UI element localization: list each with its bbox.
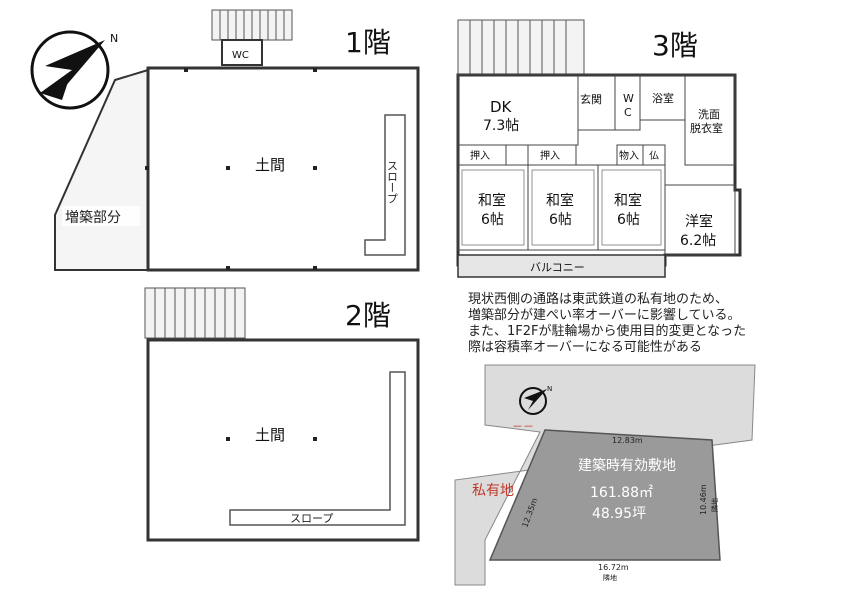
- main-room-floor1-label: 土間: [255, 156, 285, 174]
- compass-floor1-icon: [30, 30, 110, 110]
- lot-title: 建築時有効敷地: [578, 458, 676, 474]
- floor3-plan: DK 7.3帖 玄関 W C 浴室 洗面 脱衣室 押入 押入 物入 仏 和室 6…: [456, 19, 742, 278]
- lot-area-tsubo: 48.95坪: [592, 506, 646, 522]
- balcony: [457, 254, 666, 278]
- stairs-floor2: [144, 287, 246, 339]
- floor1-plan: N WC 増築部分 スロープ 土間 1階: [30, 9, 420, 272]
- extension-label-bg: [62, 206, 140, 226]
- dash-marker: －－: [512, 420, 534, 433]
- road-area: [454, 364, 756, 586]
- closet-1-label: 押入: [470, 149, 490, 162]
- site-plan: N －－ 私有地 12.83m 建築時有効敷地 161.88㎡ 48.95坪 1…: [454, 364, 756, 586]
- note-line-4: 際は容積率オーバーになる可能性がある: [468, 339, 702, 355]
- altar-label: 仏: [649, 150, 659, 162]
- room-washroom-1: 洗面: [698, 108, 720, 121]
- note-line-1: 現状西側の通路は東武鉄道の私有地のため、: [468, 291, 728, 307]
- floor1-label: 1階: [345, 26, 391, 59]
- room-washitsu-1-name: 和室: [478, 192, 506, 209]
- main-room-floor2: [146, 338, 420, 542]
- wc-floor1-label: WC: [232, 50, 249, 61]
- room-entrance-label: 玄関: [580, 92, 602, 106]
- slope-floor2-label: スロープ: [290, 512, 333, 525]
- lot-area-sqm: 161.88㎡: [590, 485, 653, 501]
- private-land-label: 私有地: [472, 483, 514, 499]
- room-washroom: [684, 74, 736, 166]
- room-dk-size: 7.3帖: [483, 118, 519, 134]
- stairs-floor3: [457, 19, 585, 76]
- compass-floor1-north: N: [110, 32, 118, 45]
- floor2-label: 2階: [345, 299, 391, 332]
- room-washitsu-2-size: 6帖: [549, 212, 572, 228]
- site-lot: [488, 429, 721, 561]
- lot-bottom-neighbor: 隣地: [603, 573, 617, 582]
- storage-label: 物入: [619, 149, 639, 162]
- room-wc-c: C: [624, 106, 632, 119]
- floor3-label: 3階: [652, 29, 698, 62]
- room-washroom-2: 脱衣室: [690, 121, 723, 135]
- compass-site-north: N: [547, 385, 552, 393]
- wc-floor1: [221, 39, 263, 66]
- room-washitsu-1-size: 6帖: [481, 212, 504, 228]
- room-washitsu-3-name: 和室: [614, 192, 642, 209]
- room-bath-label: 浴室: [652, 91, 674, 105]
- lot-top-width: 12.83m: [612, 436, 643, 445]
- compass-site-icon: [519, 387, 547, 415]
- stairs-floor1: [211, 9, 293, 41]
- note-line-3: また、1F2Fが駐輪場から使用目的変更となった: [468, 323, 746, 339]
- extension-area: [54, 68, 149, 271]
- note-line-2: 増築部分が建ぺい率オーバーに影響している。: [468, 307, 740, 323]
- room-youshitsu: [664, 184, 736, 256]
- room-washitsu-2-name: 和室: [546, 192, 574, 209]
- room-wc-w: W: [623, 92, 634, 105]
- room-dk-name: DK: [490, 98, 513, 116]
- floor2-plan: スロープ 土間 2階: [144, 287, 420, 542]
- extension-label: 増築部分: [65, 210, 121, 226]
- lot-bottom-width: 16.72m: [598, 563, 629, 572]
- lot-right-neighbor: 隣地: [710, 498, 719, 512]
- closet-2-label: 押入: [540, 149, 560, 162]
- slope-floor1: [364, 114, 406, 256]
- notes: 現状西側の通路は東武鉄道の私有地のため、 増築部分が建ぺい率オーバーに影響してい…: [468, 291, 746, 355]
- main-room-floor2-label: 土間: [255, 426, 285, 444]
- room-washitsu-3-size: 6帖: [617, 212, 640, 228]
- room-youshitsu-name: 洋室: [685, 213, 713, 230]
- room-youshitsu-size: 6.2帖: [680, 233, 716, 249]
- slope-floor1-label: スロープ: [386, 160, 399, 204]
- slope-floor2: [229, 371, 406, 526]
- lot-right-width: 10.46m: [699, 484, 708, 515]
- balcony-label: バルコニー: [530, 261, 585, 274]
